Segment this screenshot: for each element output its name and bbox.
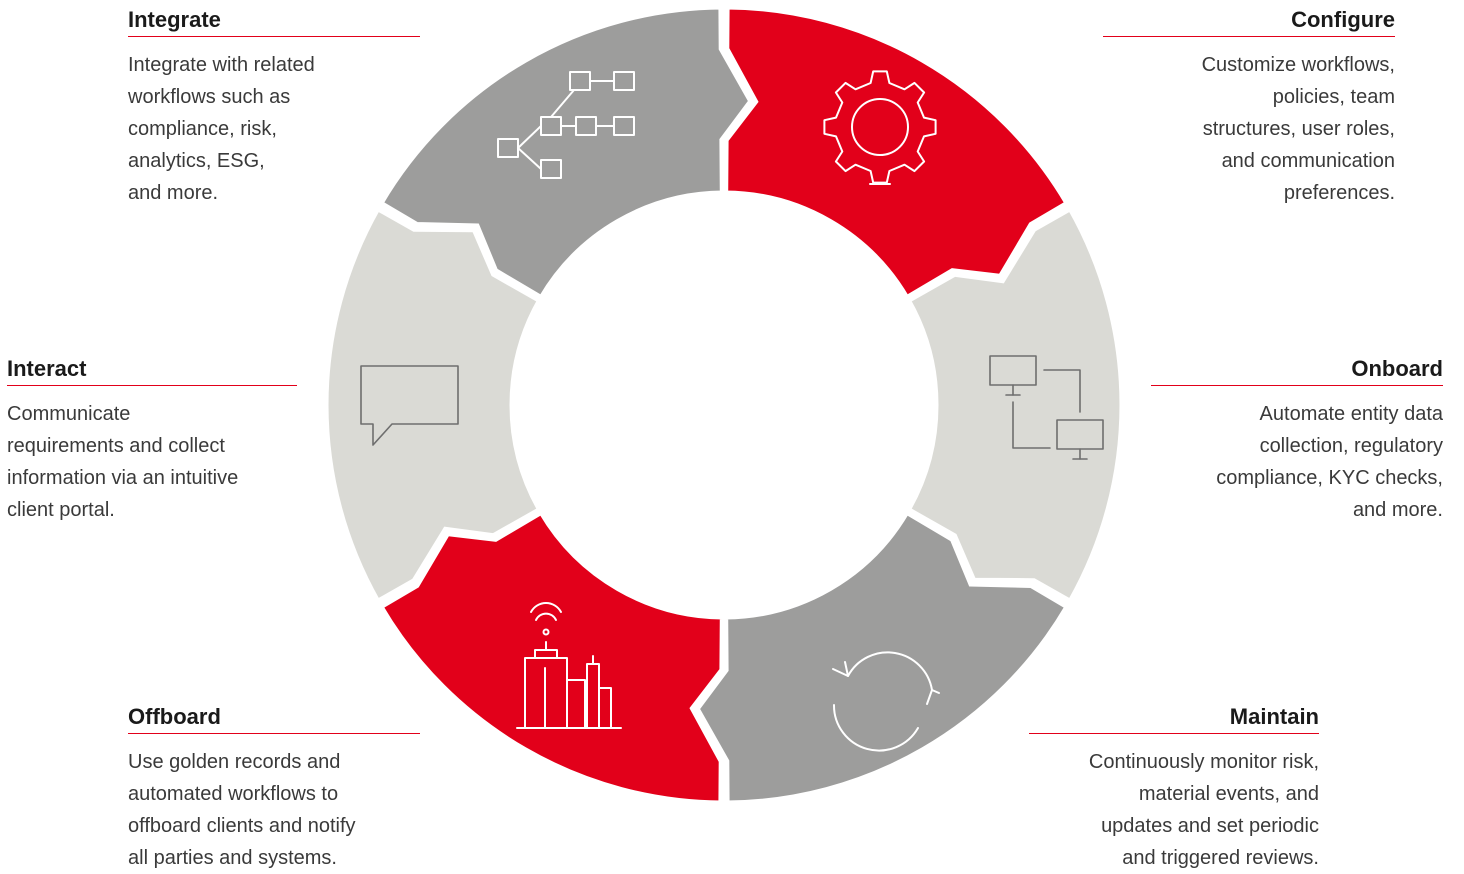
stage-title: Offboard [128,704,221,729]
segment-integrate [377,4,754,302]
divider [128,733,420,734]
stage-maintain: Maintain Continuously monitor risk,mater… [1029,704,1319,874]
stage-title: Integrate [128,7,221,32]
divider [128,36,420,37]
stage-configure: Configure Customize workflows,policies, … [1103,7,1395,209]
chat-bubble-icon [360,365,459,446]
gear-icon [823,70,937,185]
wheel-icons [360,70,1104,752]
stage-title: Onboard [1351,356,1443,381]
workflow-tree-icon [497,71,635,179]
connected-monitors-icon [989,355,1104,460]
divider [1103,36,1395,37]
refresh-cycle-icon [832,651,940,752]
segment-onboard [904,205,1125,605]
divider [7,385,297,386]
stage-description: Continuously monitor risk,material event… [1088,751,1319,869]
divider [1151,385,1443,386]
segment-maintain [694,508,1071,806]
divider [1029,733,1319,734]
stage-title: Interact [7,356,87,381]
segment-interact [323,205,544,605]
wheel-segments [323,4,1125,806]
stage-title: Configure [1291,7,1395,32]
segment-configure [723,4,1071,302]
stage-title: Maintain [1229,704,1319,729]
smart-building-icon [516,602,622,729]
